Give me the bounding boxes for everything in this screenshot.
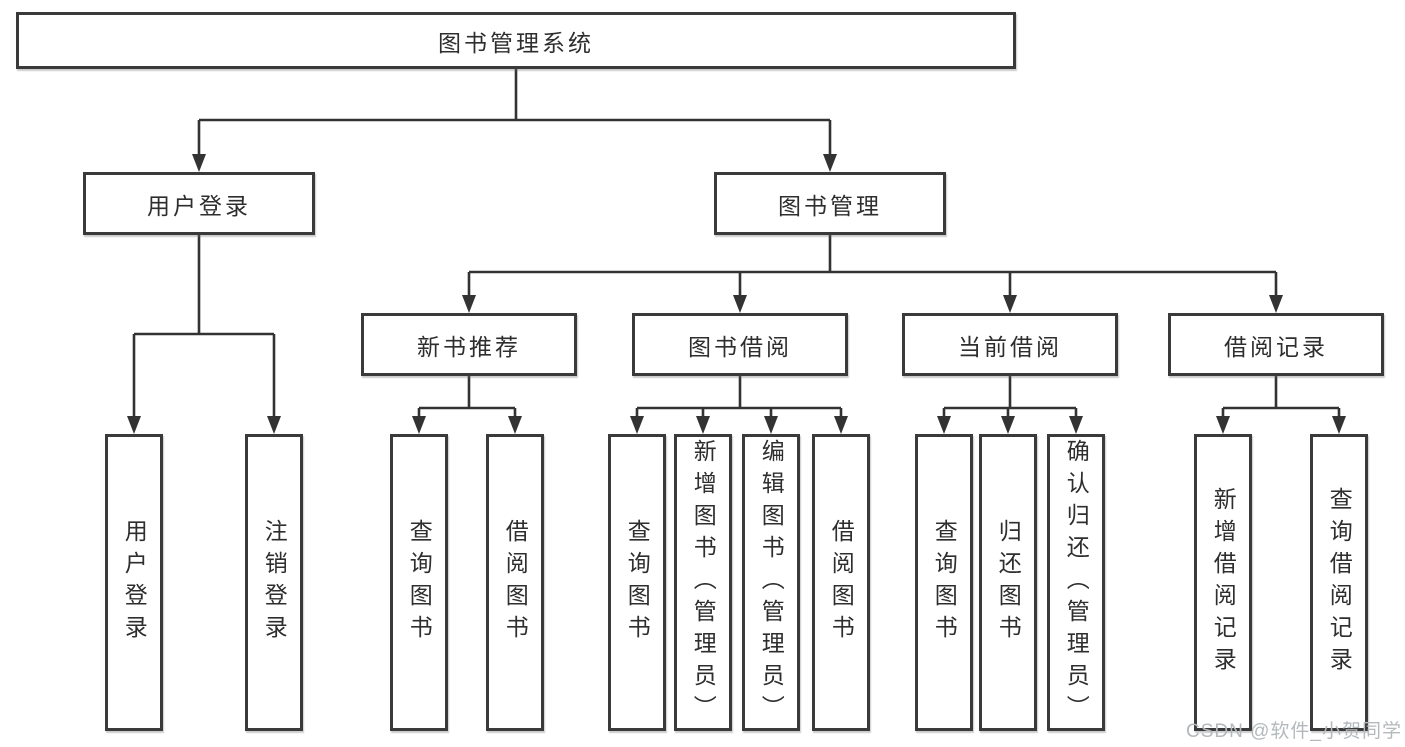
node-label: 借阅图书 [502, 518, 529, 647]
leaf-query-books-recommend: 查询图书 [390, 434, 448, 731]
leaf-query-books-borrow: 查询图书 [608, 434, 666, 731]
edge-user-login-branch [132, 235, 276, 422]
csdn-watermark: CSDN @软件_小贺同学 [1186, 721, 1402, 742]
edge-book-borrow-branch [635, 376, 843, 422]
node-label: 当前借阅 [958, 333, 1062, 360]
edge-borrow-record-branch [1221, 376, 1341, 422]
arrowhead [937, 416, 951, 434]
node-label: 用户登录 [121, 518, 148, 647]
arrowhead [733, 295, 747, 313]
leaf-query-books-current: 查询图书 [915, 434, 973, 731]
node-label: 注销登录 [261, 518, 288, 647]
node-label: 归还图书 [995, 518, 1022, 647]
arrowhead [508, 416, 522, 434]
node-label: 查询图书 [931, 518, 958, 647]
arrowhead [1001, 416, 1015, 434]
node-label: 新书推荐 [417, 333, 521, 360]
node-label: 新增借阅记录 [1210, 486, 1237, 679]
node-label: 图书管理 [778, 192, 882, 219]
leaf-borrow-books: 借阅图书 [812, 434, 870, 731]
arrowhead [412, 416, 426, 434]
arrowhead [192, 154, 206, 172]
node-new-book-recommend: 新书推荐 [361, 313, 577, 376]
arrowhead [823, 154, 837, 172]
arrowhead [696, 416, 710, 434]
leaf-return-book: 归还图书 [979, 434, 1037, 731]
node-label: 查询图书 [406, 518, 433, 647]
node-label: 查询图书 [624, 518, 651, 647]
arrowhead [1003, 295, 1017, 313]
node-label: 图书借阅 [688, 333, 792, 360]
leaf-add-borrow-record: 新增借阅记录 [1194, 434, 1252, 731]
node-label: 借阅图书 [828, 518, 855, 647]
node-book-borrow: 图书借阅 [632, 313, 848, 376]
leaf-borrow-books-recommend: 借阅图书 [486, 434, 544, 731]
arrowhead [1216, 416, 1230, 434]
leaf-user-login: 用户登录 [105, 434, 163, 731]
node-user-login: 用户登录 [83, 172, 315, 235]
node-label: 确认归还（管理员） [1063, 438, 1090, 727]
arrowhead [1269, 295, 1283, 313]
node-borrow-records: 借阅记录 [1168, 313, 1384, 376]
arrowhead [127, 416, 141, 434]
node-label: 用户登录 [147, 192, 251, 219]
node-label: 编辑图书（管理员） [758, 438, 785, 727]
arrowhead [1069, 416, 1083, 434]
arrowhead [462, 295, 476, 313]
node-label: 查询借阅记录 [1326, 486, 1353, 679]
edge-new-book-branch [417, 376, 517, 422]
node-root-system: 图书管理系统 [16, 12, 1016, 69]
edge-current-borrow-branch [942, 376, 1078, 422]
leaf-edit-book-admin: 编辑图书（管理员） [742, 434, 800, 731]
arrowhead [834, 416, 848, 434]
edge-root-to-level2 [197, 69, 832, 160]
edge-book-management-branch [467, 235, 1278, 301]
arrowhead [630, 416, 644, 434]
node-label: 新增图书（管理员） [690, 438, 717, 727]
leaf-add-book-admin: 新增图书（管理员） [674, 434, 732, 731]
node-label: 借阅记录 [1224, 333, 1328, 360]
leaf-confirm-return-admin: 确认归还（管理员） [1047, 434, 1105, 731]
arrowhead [764, 416, 778, 434]
node-book-management: 图书管理 [714, 172, 946, 235]
leaf-logout: 注销登录 [245, 434, 303, 731]
arrowhead [1332, 416, 1346, 434]
leaf-query-borrow-record: 查询借阅记录 [1310, 434, 1368, 731]
node-current-borrow: 当前借阅 [902, 313, 1118, 376]
arrowhead [267, 416, 281, 434]
node-label: 图书管理系统 [438, 29, 594, 56]
